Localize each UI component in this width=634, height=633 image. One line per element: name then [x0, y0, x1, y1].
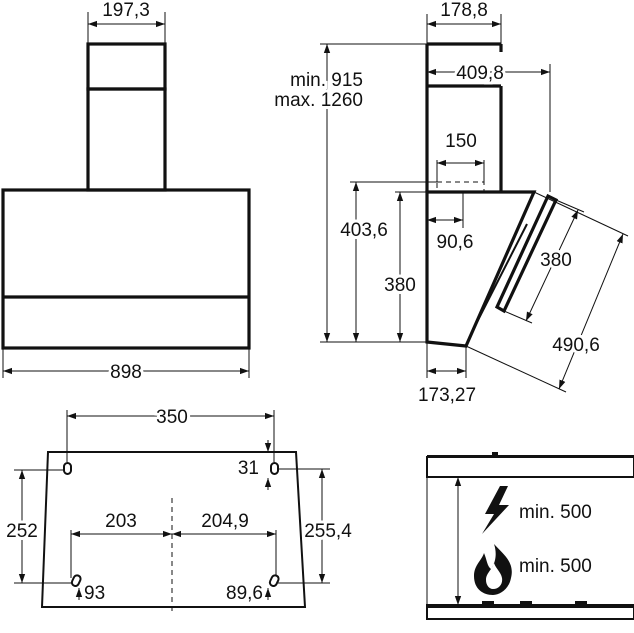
dim-top-offset-label: 31 [238, 458, 259, 479]
ext-line [503, 310, 533, 324]
dim-chimney-depth-label: 178,8 [440, 0, 488, 21]
dim-height-outlet-label: 403,6 [340, 220, 388, 241]
dim-chimney-width-label: 197,3 [102, 0, 150, 21]
electric-clearance-label: min. 500 [519, 502, 592, 523]
dim-top-spacing-label: 350 [156, 407, 188, 428]
installation-clearance: min. 500 min. 500 [426, 452, 634, 620]
clearance-burner-right [575, 601, 587, 605]
gas-clearance-label: min. 500 [519, 556, 592, 577]
clearance-hood-outlet [492, 452, 498, 456]
ext-line [533, 191, 629, 237]
clearance-hood-top [427, 455, 634, 458]
side-hood-slot [474, 223, 528, 327]
mounting-hole-top-right [270, 462, 279, 475]
dim-left-lower-offset-label: 203 [105, 511, 137, 532]
dim-right-lower-offset-label: 204,9 [201, 511, 249, 532]
side-view: 178,8 min. 915 max. 1260 409,8 150 90,6 … [271, 0, 629, 406]
clearance-burner-mid [520, 601, 532, 605]
dim-right-height-label: 255,4 [304, 521, 352, 542]
side-outlet-dashed [436, 181, 485, 193]
dim-outlet-width-label: 150 [445, 131, 477, 152]
dim-right-bottom-offset-label: 89,6 [226, 583, 263, 604]
dim-total-height-min-label: min. 915 [290, 70, 363, 91]
dim-bottom-depth-label: 173,27 [418, 385, 476, 406]
template-outline [40, 451, 307, 608]
dim-panel-length-line [525, 209, 579, 322]
side-hood-profile [425, 190, 537, 348]
dim-hood-width-label: 898 [110, 362, 142, 383]
dim-panel-extension-label: 490,6 [552, 335, 600, 356]
dim-total-height-max-label: max. 1260 [274, 90, 363, 111]
ext-line [555, 199, 585, 213]
mounting-hole-bottom-right [268, 574, 280, 587]
mounting-hole-bottom-left [70, 574, 82, 587]
dim-total-depth-label: 409,8 [456, 63, 504, 84]
flame-icon [474, 544, 512, 595]
mounting-hole-top-left [63, 462, 72, 475]
front-chimney-lower [86, 87, 167, 192]
clearance-hood [426, 456, 634, 478]
mounting-template: 350 31 252 255,4 203 204,9 93 89,6 [3, 404, 355, 614]
dim-left-bottom-offset-label: 93 [84, 583, 105, 604]
dim-outlet-offset-label: 90,6 [437, 232, 474, 253]
dim-panel-length-label: 380 [540, 250, 572, 271]
dim-panel-extension-line [558, 233, 624, 390]
dim-hood-height-label: 380 [384, 275, 416, 296]
front-hood-body [1, 188, 251, 350]
lightning-icon [482, 486, 509, 534]
clearance-burner-left [482, 601, 494, 605]
dim-left-height-label: 252 [6, 521, 38, 542]
front-view: 197,3 898 [1, 0, 251, 386]
ext-line [465, 345, 567, 393]
front-chimney-upper [86, 42, 167, 91]
